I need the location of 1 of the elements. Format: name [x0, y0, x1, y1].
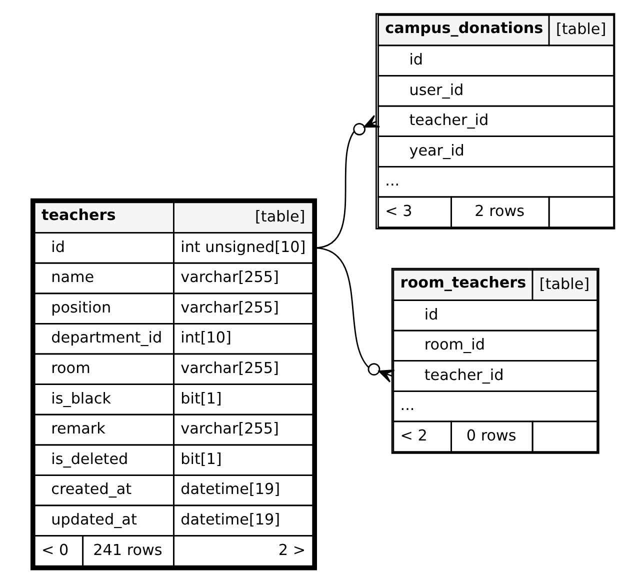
node-box: teachers [table] id int unsigned[10] name varchar[255] position varchar[255] department_id int[10] room varchar[255] is_black bit[1] remark varchar[255] is_deleted bit[1] created_at datetime[19] updated_at datetime[19] < 0 241 rows 2 >: [30, 198, 316, 570]
